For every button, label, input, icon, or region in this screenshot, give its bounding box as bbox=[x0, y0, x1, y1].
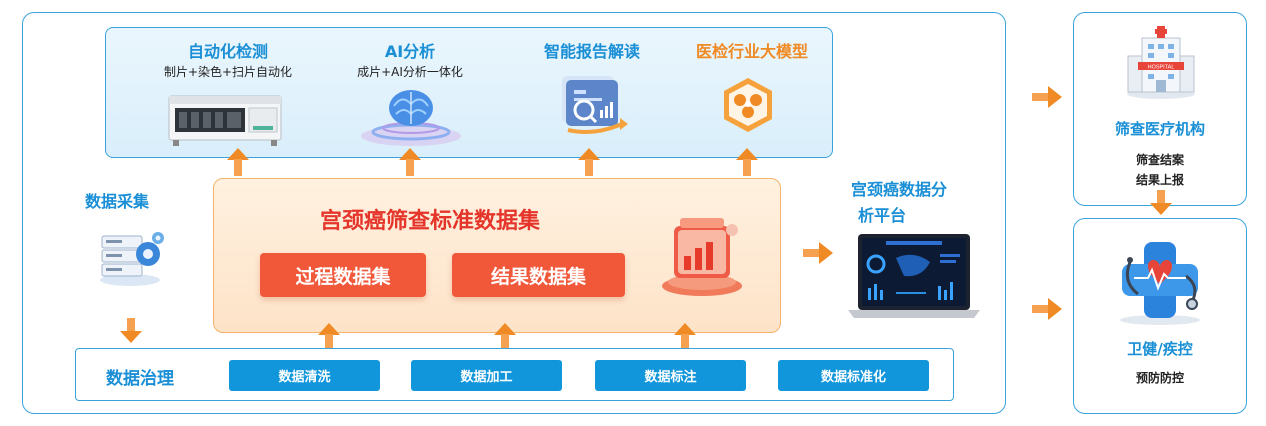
app-subtitle-automation: 制片+染色+扫片自动化 bbox=[163, 65, 293, 79]
data-governance-title: 数据治理 bbox=[106, 369, 174, 389]
app-title-automation: 自动化检测 bbox=[187, 42, 269, 61]
arrow-down-collection bbox=[120, 318, 142, 344]
platform-label-line2: 析平台 bbox=[858, 206, 907, 225]
report-analysis-icon bbox=[562, 76, 628, 134]
gov-step-cleaning: 数据清洗 bbox=[229, 360, 380, 391]
app-title-ai: AI分析 bbox=[384, 42, 436, 61]
arrow-right-screening bbox=[1032, 86, 1062, 108]
screening-line1: 筛查结案 bbox=[1135, 153, 1184, 167]
arrow-down-right bbox=[1150, 190, 1172, 216]
dataset-chart-icon bbox=[662, 218, 742, 296]
medical-cross-icon bbox=[1120, 242, 1200, 325]
arrow-up-3 bbox=[578, 148, 600, 176]
health-commission-title: 卫健/疾控 bbox=[1127, 340, 1193, 358]
arrow-up-gov-3 bbox=[674, 323, 696, 351]
arrow-up-2 bbox=[399, 148, 421, 176]
screening-line2: 结果上报 bbox=[1135, 173, 1184, 187]
data-collection-label: 数据采集 bbox=[85, 192, 150, 211]
screening-institution-title: 筛查医疗机构 bbox=[1114, 120, 1205, 138]
arrow-right-platform bbox=[803, 242, 833, 264]
arrow-up-gov-1 bbox=[318, 323, 340, 351]
server-gear-icon bbox=[100, 232, 164, 286]
arrow-up-4 bbox=[736, 148, 758, 176]
platform-label-line1: 宫颈癌数据分 bbox=[851, 180, 948, 199]
laptop-dashboard-icon bbox=[848, 234, 980, 318]
main-frame bbox=[22, 12, 1006, 414]
health-commission-sub: 预防防控 bbox=[1135, 371, 1184, 385]
app-title-report: 智能报告解读 bbox=[543, 42, 641, 61]
gov-step-processing: 数据加工 bbox=[411, 360, 562, 391]
gov-step-standardization: 数据标准化 bbox=[778, 360, 929, 391]
dataset-title: 宫颈癌筛查标准数据集 bbox=[319, 209, 540, 234]
arrow-up-1 bbox=[227, 148, 249, 176]
result-dataset-pill: 结果数据集 bbox=[452, 253, 625, 297]
arrow-right-health bbox=[1032, 298, 1062, 320]
arrow-up-gov-2 bbox=[494, 323, 516, 351]
ai-brain-icon bbox=[361, 90, 461, 146]
hospital-sign-text: HOSPITAL bbox=[1148, 65, 1175, 71]
app-title-large-model: 医检行业大模型 bbox=[695, 42, 809, 61]
gov-step-annotation: 数据标注 bbox=[595, 360, 746, 391]
app-subtitle-ai: 成片+AI分析一体化 bbox=[357, 65, 463, 79]
process-dataset-pill: 过程数据集 bbox=[260, 253, 426, 297]
large-model-icon bbox=[724, 78, 772, 132]
hospital-icon: HOSPITAL bbox=[1127, 26, 1195, 99]
lab-machine-icon bbox=[168, 95, 282, 146]
